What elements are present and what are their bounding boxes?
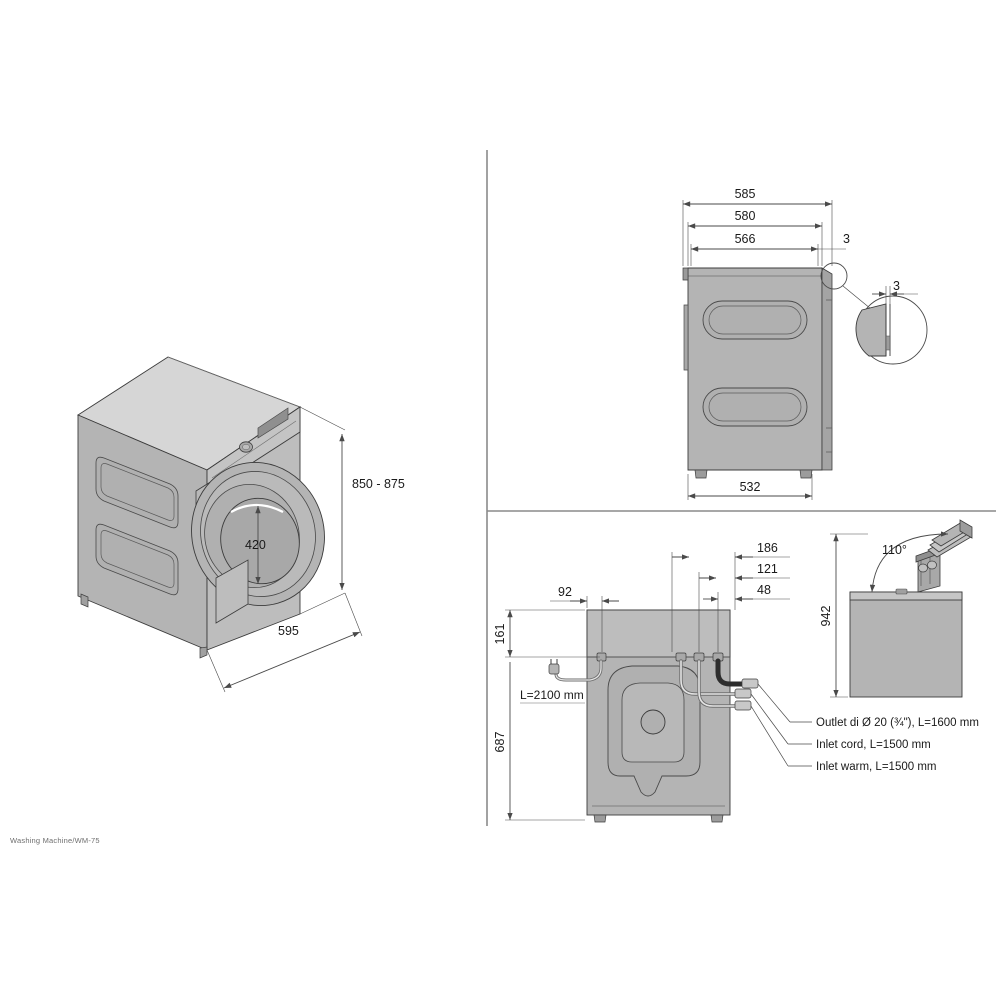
dim-186-label: 186 [757,541,778,555]
dim-side-overall: 585 [682,187,833,266]
dim-687-label: 687 [493,732,507,753]
dim-door-label: 420 [245,538,266,552]
dim-92-label: 92 [558,585,572,599]
dim-rear-121: 121 [698,562,790,652]
rear-inlet-hose-cold [679,659,752,699]
side-recess-upper [702,300,808,340]
callout-outlet-label: Outlet di Ø 20 (¾"), L=1600 mm [816,717,979,729]
dim-iso-height: 850 - 875 [299,406,405,615]
dim-side-body: 566 [690,232,819,266]
side-detail-magnified: 3 [855,279,928,365]
rear-drain-hose [715,658,759,689]
rear-inlet-hose-warm [697,659,752,711]
dim-angle-label: 110° [882,543,907,557]
rear-connection-ports [596,652,724,662]
dim-48-label: 48 [757,583,771,597]
dim-side-cabinet: 580 [687,209,823,266]
dim-depth-label: 595 [278,624,299,638]
callout-inlet-cord-label: Inlet cord, L=1500 mm [816,739,931,751]
dim-161-label: 161 [493,624,507,645]
dim-side-base: 532 [687,474,813,500]
dooropen-lid [927,519,973,558]
dim-rear-92: 92 [550,585,619,652]
side-view: 3 585 580 566 [682,187,928,500]
dim-rear-687: 687 [493,662,585,821]
dooropen-body [849,588,963,698]
dim-580-label: 580 [735,209,756,223]
dim-dooropen-height: 942 [819,533,868,698]
dim-iso-door: 420 [245,506,266,584]
dim-942-label: 942 [819,606,833,627]
side-body [687,267,833,471]
dim-height-label: 850 - 875 [352,477,405,491]
rear-cord-note: L=2100 mm [520,688,585,704]
rear-callouts: Outlet di Ø 20 (¾"), L=1600 mm Inlet cor… [750,683,979,773]
dim-rear-161: 161 [493,609,600,658]
door-open-view: 110° 942 [819,519,973,698]
rear-view: 92 186 121 [493,541,979,823]
rear-service-panel [607,665,701,797]
dim-detail-gap-label: 3 [893,279,900,293]
rear-power-cord [548,659,603,682]
cord-length-label: L=2100 mm [520,688,584,702]
dim-side-offset: 3 [818,232,850,250]
callout-inlet-warm-label: Inlet warm, L=1500 mm [816,761,936,773]
rear-feet [593,814,724,823]
dooropen-swing-arc: 110° [869,531,949,593]
dim-121-label: 121 [757,562,778,576]
dim-iso-depth: 595 [206,592,363,693]
side-feet [694,469,813,479]
sheet-caption: Washing Machine/WM-75 [10,836,100,845]
dim-566-label: 566 [735,232,756,246]
dim-3-label: 3 [843,232,850,246]
side-recess-lower [702,387,808,427]
iso-left-panel [77,414,208,651]
dim-rear-48: 48 [703,583,790,652]
isometric-view: 850 - 875 595 420 [77,356,405,693]
dim-532-label: 532 [740,480,761,494]
iso-feet [80,593,208,659]
dim-585-label: 585 [735,187,756,201]
side-rear-clip [682,267,689,371]
iso-filter-flap [215,559,249,624]
